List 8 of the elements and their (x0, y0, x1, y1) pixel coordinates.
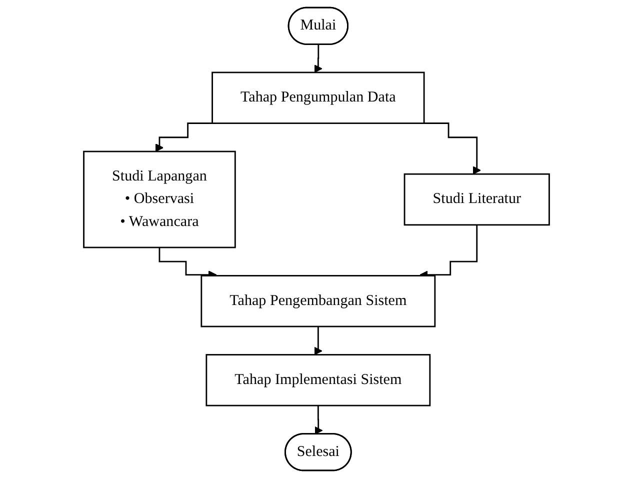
arrow (314, 44, 322, 73)
node-box: Tahap Pengumpulan Data (212, 72, 425, 124)
node-box: Tahap Pengembangan Sistem (200, 275, 436, 328)
node-box: Studi Literatur (404, 173, 550, 226)
node-box: Tahap Implementasi Sistem (206, 354, 431, 406)
arrow (314, 404, 323, 435)
arrow (314, 326, 322, 356)
node-box: Studi Lapangan • Observasi • Wawancara (83, 150, 236, 248)
